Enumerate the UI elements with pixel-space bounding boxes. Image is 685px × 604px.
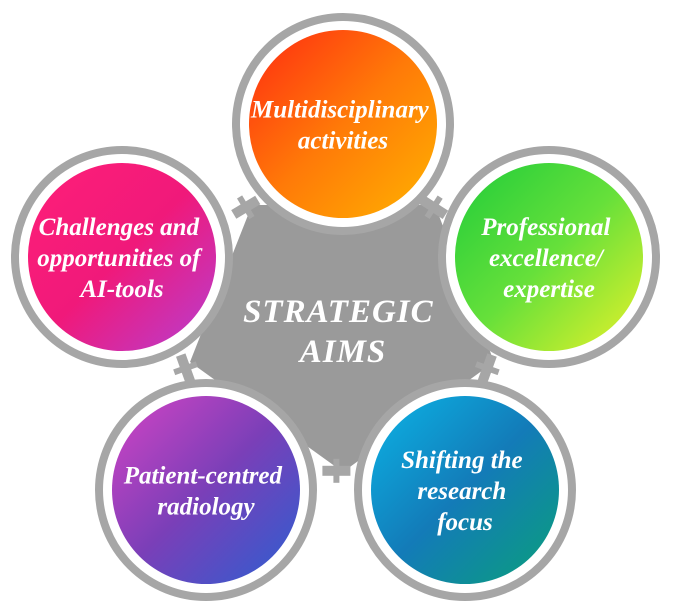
- aim-label-line: Challenges and: [39, 214, 200, 241]
- connectors: [173, 195, 500, 483]
- aim-label-line: activities: [298, 128, 388, 155]
- connector-tick: [173, 361, 198, 376]
- aim-label-line: focus: [437, 509, 493, 536]
- aim-label-line: Patient-centred: [123, 463, 283, 490]
- connector-tick: [475, 361, 500, 376]
- aim-label-line: radiology: [157, 494, 255, 521]
- aim-circle-multidisciplinary: Multidisciplinary activities: [232, 13, 454, 235]
- aim-disc: [371, 396, 559, 584]
- aim-label-line: Multidisciplinary: [250, 97, 430, 124]
- aim-label-line: Shifting the: [401, 447, 523, 474]
- aim-disc: [28, 163, 216, 351]
- aim-label-line: excellence/: [489, 245, 605, 272]
- aim-label-line: Professional: [480, 214, 610, 241]
- aim-label-line: AI-tools: [78, 276, 163, 303]
- aim-label: Challenges and opportunities of AI-tools: [37, 214, 206, 303]
- aim-label-line: opportunities of: [37, 245, 203, 272]
- aim-label: Professional excellence/ expertise: [480, 214, 616, 303]
- aim-label-line: expertise: [503, 276, 595, 303]
- aim-disc: [249, 30, 437, 218]
- aim-circle-patient: Patient-centred radiology: [95, 379, 317, 601]
- connector-tick: [237, 195, 255, 220]
- connector-tick: [333, 458, 340, 483]
- center-title-line: STRATEGIC: [243, 294, 434, 330]
- aim-disc: [455, 163, 643, 351]
- center-title: STRATEGIC AIMS: [243, 294, 443, 370]
- connector-tick: [424, 195, 443, 219]
- aim-disc: [112, 396, 300, 584]
- aim-label: Patient-centred radiology: [123, 463, 289, 521]
- aim-label: Shifting the research focus: [401, 447, 529, 536]
- aim-circle-professional: Professional excellence/ expertise: [438, 146, 660, 368]
- center-title-line: AIMS: [298, 334, 387, 370]
- aim-circle-ai-tools: Challenges and opportunities of AI-tools: [11, 146, 233, 368]
- aim-circle-research: Shifting the research focus: [354, 379, 576, 601]
- aim-label: Multidisciplinary activities: [250, 97, 435, 155]
- aim-label-line: research: [417, 478, 506, 505]
